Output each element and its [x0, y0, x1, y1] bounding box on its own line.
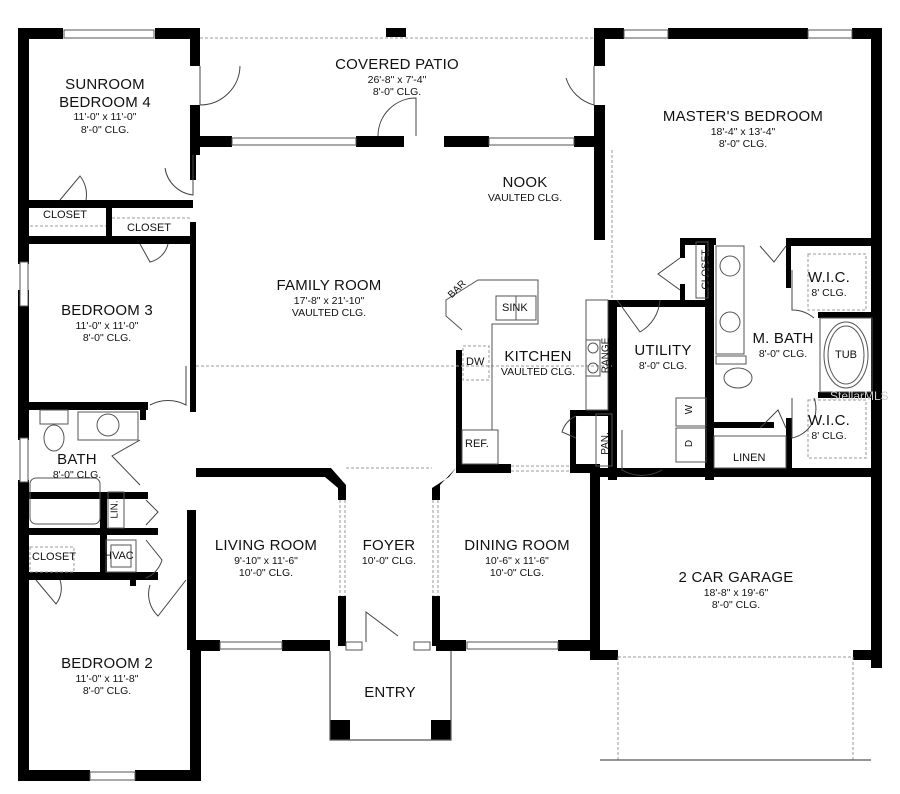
wall [18, 28, 29, 192]
room-ceiling: 8' CLG. [811, 429, 847, 442]
room-masters-bedroom: MASTER'S BEDROOM 18'-4" x 13'-4" 8'-0" C… [663, 108, 823, 150]
room-ceiling: 8'-0" CLG. [372, 86, 422, 99]
room-ceiling: 10'-0" CLG. [238, 567, 294, 580]
room-ceiling: 8'-0" CLG. [711, 599, 761, 612]
label-closet-right: CLOSET [127, 222, 172, 234]
room-ceiling: VAULTED CLG. [291, 307, 367, 320]
room-family-room: FAMILY ROOM 17'-8" x 21'-10" VAULTED CLG… [277, 277, 382, 319]
label-closet-left: CLOSET [43, 209, 88, 221]
room-master-bath: M. BATH 8'-0" CLG. [752, 330, 813, 360]
room-size: 18'-4" x 13'-4" [710, 125, 776, 138]
room-ceiling: 8'-0" CLG. [82, 332, 132, 345]
label-ref: REF. [465, 438, 489, 450]
room-name: DINING ROOM [464, 537, 570, 554]
room-name: UTILITY [634, 342, 692, 359]
room-name: W.I.C. [807, 412, 851, 429]
room-ceiling: 8'-0" CLG. [80, 123, 130, 136]
room-bath: BATH 8'-0" CLG. [53, 451, 101, 481]
room-wic-lower: W.I.C. 8' CLG. [808, 412, 850, 442]
watermark: StellarMLS [830, 389, 889, 403]
room-ceiling: VAULTED CLG. [487, 191, 563, 204]
room-size: 18'-8" x 19'-6" [703, 586, 769, 599]
room-name: ENTRY [364, 684, 416, 701]
room-2-car-garage: 2 CAR GARAGE 18'-8" x 19'-6" 8'-0" CLG. [679, 569, 794, 611]
room-covered-patio: COVERED PATIO 26'-8" x 7'-4" 8'-0" CLG. [335, 56, 459, 98]
room-size: 11'-0" x 11'-8" [75, 672, 139, 685]
label-closet-master: CLOSET [700, 249, 712, 290]
room-name: KITCHEN [504, 348, 572, 365]
room-size: 17'-8" x 21'-10" [293, 294, 365, 307]
room-nook: NOOK VAULTED CLG. [488, 174, 562, 204]
room-name: BEDROOM 4 [59, 93, 151, 111]
room-name: BATH [57, 451, 97, 468]
label-dw: DW [466, 356, 485, 368]
room-bedroom-2: BEDROOM 2 11'-0" x 11'-8" 8'-0" CLG. [61, 655, 153, 697]
room-size: 26'-8" x 7'-4" [367, 73, 427, 86]
room-kitchen: KITCHEN VAULTED CLG. [501, 348, 575, 378]
room-size: 9'-10" x 11'-6" [234, 554, 298, 567]
room-foyer: FOYER 10'-0" CLG. [362, 537, 416, 567]
label-washer: W [684, 404, 696, 415]
room-ceiling: 8'-0" CLG. [638, 359, 688, 372]
label-hvac: HVAC [104, 550, 134, 562]
room-name: SUNROOM [65, 76, 145, 93]
room-name: BEDROOM 3 [61, 302, 153, 319]
room-ceiling: 8'-0" CLG. [718, 138, 768, 151]
room-bedroom-3: BEDROOM 3 11'-0" x 11'-0" 8'-0" CLG. [61, 302, 153, 344]
label-pan: PAN. [599, 432, 611, 455]
room-dining-room: DINING ROOM 10'-6" x 11'-6" 10'-0" CLG. [464, 537, 570, 579]
room-name: FAMILY ROOM [276, 277, 382, 294]
label-closet-hall: CLOSET [32, 551, 77, 563]
label-linen: LINEN [733, 452, 766, 464]
room-sunroom-bedroom-4: SUNROOM BEDROOM 4 11'-0" x 11'-0" 8'-0" … [59, 76, 151, 136]
room-name: BEDROOM 2 [61, 655, 153, 672]
room-size: 11'-0" x 11'-0" [73, 111, 137, 124]
room-name: COVERED PATIO [335, 56, 459, 73]
room-ceiling: 10'-0" CLG. [361, 554, 417, 567]
room-name: W.I.C. [807, 269, 851, 286]
room-utility: UTILITY 8'-0" CLG. [634, 342, 691, 372]
room-ceiling: 8'-0" CLG. [82, 685, 132, 698]
room-living-room: LIVING ROOM 9'-10" x 11'-6" 10'-0" CLG. [215, 537, 317, 579]
label-range: RANGE [600, 337, 612, 374]
room-name: NOOK [502, 174, 548, 191]
room-name: M. BATH [752, 330, 814, 347]
room-ceiling: 8'-0" CLG. [758, 347, 808, 360]
room-name: 2 CAR GARAGE [678, 569, 794, 586]
room-size: 11'-0" x 11'-0" [75, 319, 139, 332]
room-entry: ENTRY [364, 684, 416, 702]
room-name: FOYER [362, 537, 416, 554]
label-sink: SINK [502, 302, 528, 314]
room-name: MASTER'S BEDROOM [662, 108, 824, 125]
room-name: LIVING ROOM [214, 537, 318, 554]
room-ceiling: 8'-0" CLG. [52, 468, 102, 481]
room-wic-upper: W.I.C. 8' CLG. [808, 269, 850, 299]
room-ceiling: VAULTED CLG. [500, 365, 576, 378]
room-ceiling: 10'-0" CLG. [489, 567, 545, 580]
label-dryer: D [684, 439, 696, 448]
room-size: 10'-6" x 11'-6" [485, 554, 549, 567]
label-tub: TUB [835, 349, 857, 361]
room-ceiling: 8' CLG. [811, 286, 847, 299]
label-lin: LIN. [109, 500, 121, 519]
